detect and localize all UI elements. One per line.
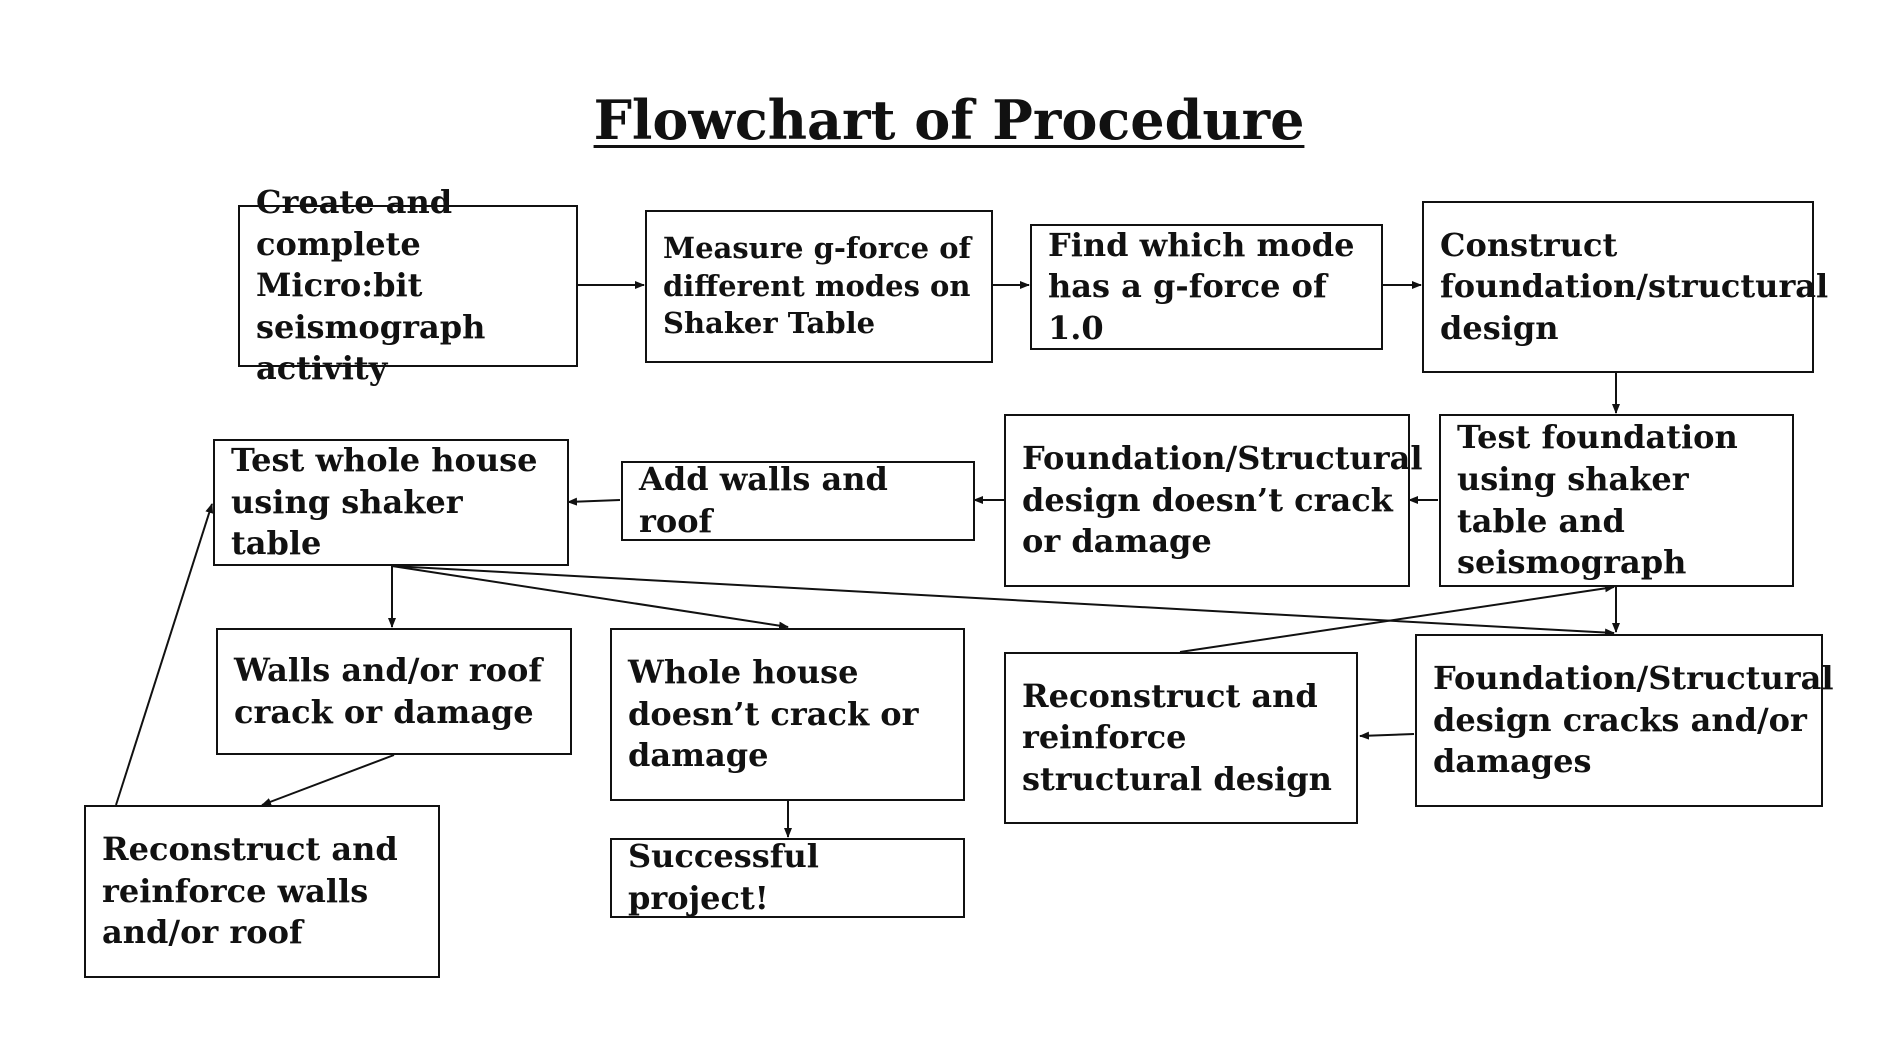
node-reconstruct-structural-label: Reconstruct and reinforce structural des… (1022, 676, 1332, 798)
node-create-microbit-label: Create and complete Micro:bit seismograp… (256, 183, 486, 388)
node-construct-foundation: Construct foundation/structural design (1422, 201, 1828, 373)
arrow-reconstruct-walls-to-test-house (115, 503, 214, 806)
node-walls-damage: Walls and/or roof crack or damage (216, 628, 572, 755)
node-house-ok: Whole house doesn’t crack or damage (610, 628, 965, 801)
node-foundation-damage-label: Foundation/Structural design cracks and/… (1433, 659, 1834, 781)
arrow-foundation-damage-to-reconstruct-structural (1359, 731, 1415, 740)
node-walls-damage-label: Walls and/or roof crack or damage (234, 650, 543, 731)
arrow-add-walls-to-test-house (567, 497, 621, 506)
arrow-test-house-to-foundation-damage (391, 565, 1615, 637)
node-foundation-damage: Foundation/Structural design cracks and/… (1415, 634, 1833, 807)
node-reconstruct-structural: Reconstruct and reinforce structural des… (1004, 652, 1358, 824)
node-measure-gforce-label: Measure g-force of different modes on Sh… (663, 230, 972, 341)
node-reconstruct-walls-label: Reconstruct and reinforce walls and/or r… (102, 830, 398, 952)
page-title: Flowchart of Procedure (593, 88, 1305, 152)
node-successful-label: Successful project! (628, 837, 819, 917)
node-construct-foundation-label: Construct foundation/structural design (1440, 225, 1829, 347)
node-successful: Successful project! (610, 837, 965, 918)
node-find-mode: Find which mode has a g-force of 1.0 (1030, 224, 1383, 350)
node-find-mode-label: Find which mode has a g-force of 1.0 (1048, 225, 1355, 347)
arrow-reconstruct-structural-to-test-foundation (1179, 584, 1615, 653)
node-reconstruct-walls: Reconstruct and reinforce walls and/or r… (84, 805, 440, 978)
arrow-test-house-to-house-ok (391, 565, 789, 630)
node-test-house-label: Test whole house using shaker table (231, 441, 538, 563)
node-test-house: Test whole house using shaker table (213, 439, 569, 566)
node-foundation-ok-label: Foundation/Structural design doesn’t cra… (1022, 439, 1423, 561)
arrow-walls-damage-to-reconstruct-walls (261, 754, 395, 806)
node-test-foundation: Test foundation using shaker table and s… (1439, 414, 1794, 587)
node-foundation-ok: Foundation/Structural design doesn’t cra… (1004, 414, 1422, 587)
node-house-ok-label: Whole house doesn’t crack or damage (628, 653, 919, 775)
node-create-microbit: Create and complete Micro:bit seismograp… (238, 183, 578, 387)
node-add-walls: Add walls and roof (621, 460, 975, 541)
node-test-foundation-label: Test foundation using shaker table and s… (1457, 418, 1738, 582)
node-measure-gforce: Measure g-force of different modes on Sh… (645, 210, 993, 363)
node-add-walls-label: Add walls and roof (639, 460, 888, 540)
